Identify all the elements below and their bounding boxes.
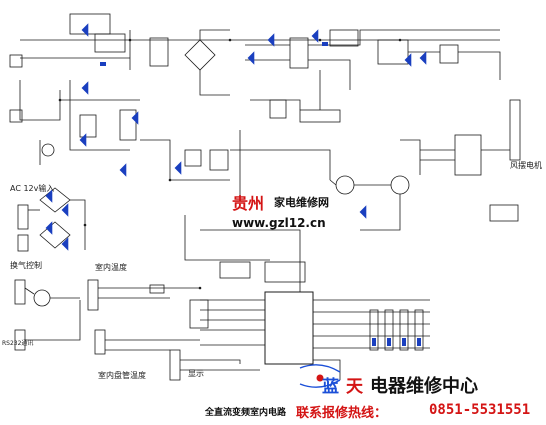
indoor-coil-temp-label: 室内盘管温度	[98, 371, 146, 380]
hotline-label: 联系报修热线：	[296, 406, 388, 421]
schematic-caption: 全直流变频室内电路	[205, 408, 287, 418]
watermark-site-name: 家电维修网	[274, 196, 329, 209]
fan-motor-label: 风摆电机	[510, 161, 542, 170]
breathing-control-label: 换气控制	[10, 261, 42, 270]
center-name: 电器维修中心	[370, 376, 478, 397]
logo-mark	[299, 364, 341, 388]
indoor-temp-label: 室内温度	[95, 263, 127, 272]
logo-char-2: 天	[346, 377, 363, 397]
watermark-region: 贵州	[232, 194, 265, 213]
hotline-number: 0851-5531551	[429, 402, 531, 418]
rs232-label: RS232通讯	[2, 340, 34, 347]
logo-char-1: 蓝	[322, 377, 339, 397]
watermark-url: www.gzl12.cn	[232, 216, 326, 230]
display-label: 显示	[188, 369, 204, 378]
ac-input-label: AC 12v输入	[10, 184, 55, 193]
